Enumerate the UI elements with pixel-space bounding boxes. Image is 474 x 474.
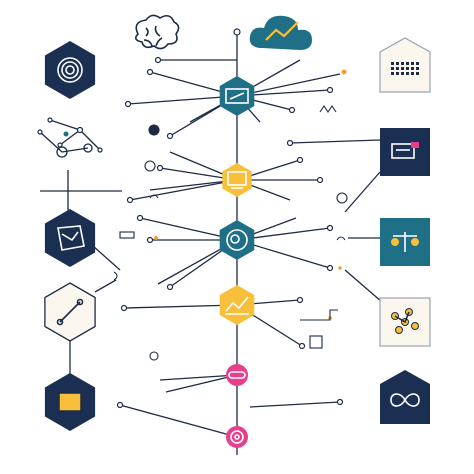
hexagon-shape <box>222 163 252 197</box>
keyboard-grid-icon <box>391 62 419 75</box>
target-icon <box>57 57 83 83</box>
wand-icon <box>56 298 84 326</box>
hexagon-shape <box>44 41 96 99</box>
molecule-icon <box>391 308 419 334</box>
pill-icon <box>228 371 246 379</box>
balance-scale-icon <box>391 232 419 252</box>
spine-node-6 <box>226 426 248 448</box>
right-tile-5 <box>380 370 430 424</box>
right-tile-1 <box>379 37 431 93</box>
document-icon <box>225 88 249 104</box>
hexagon-shape <box>219 220 255 260</box>
spine-node-5 <box>226 364 248 386</box>
map-icon <box>57 225 85 251</box>
spine-node-1 <box>219 76 255 116</box>
decor-glyphs <box>113 105 348 361</box>
brain-scan-icon <box>226 229 248 251</box>
circle-shape <box>226 364 248 386</box>
line-chart-icon <box>225 296 249 315</box>
molecule-cluster-icon <box>56 131 93 158</box>
spine-top-dot <box>233 28 241 36</box>
connector-dots <box>37 28 344 409</box>
cloud-chart-icon <box>249 15 312 50</box>
tile-shape <box>380 128 430 176</box>
small-link-icon <box>336 192 348 204</box>
right-tile-3 <box>380 218 430 266</box>
right-tile-2 <box>380 128 430 176</box>
small-box-icon <box>309 335 323 349</box>
gear-icon <box>230 430 244 444</box>
spine-node-2 <box>222 163 252 197</box>
server-icon <box>391 142 419 159</box>
spine-nodes <box>219 76 255 448</box>
small-node-icon <box>148 124 160 136</box>
small-tag-icon <box>119 231 135 239</box>
spine-node-3 <box>219 220 255 260</box>
hexagon-shape <box>219 285 255 325</box>
circle-shape <box>226 426 248 448</box>
left-hex-4 <box>44 373 96 431</box>
small-arc2-icon <box>336 236 346 241</box>
small-arc-icon <box>149 194 159 199</box>
small-face-icon <box>144 160 156 172</box>
monitor-icon <box>227 171 247 189</box>
infinity-icon <box>390 393 420 407</box>
small-steps-icon <box>300 309 338 321</box>
tile-shape <box>379 37 431 93</box>
brain-icon <box>134 14 180 50</box>
small-dot-icon <box>149 351 159 361</box>
left-hex-1 <box>44 41 96 99</box>
left-hex-3 <box>44 282 96 342</box>
small-bracket-icon <box>113 271 118 281</box>
spine-node-4 <box>219 285 255 325</box>
small-wave-icon <box>319 105 337 113</box>
screen-icon <box>58 392 82 412</box>
right-tiles <box>379 37 431 424</box>
tile-shape <box>380 370 430 424</box>
right-tile-4 <box>379 297 431 347</box>
left-hex-2 <box>44 209 96 267</box>
left-hexagons <box>44 41 96 431</box>
